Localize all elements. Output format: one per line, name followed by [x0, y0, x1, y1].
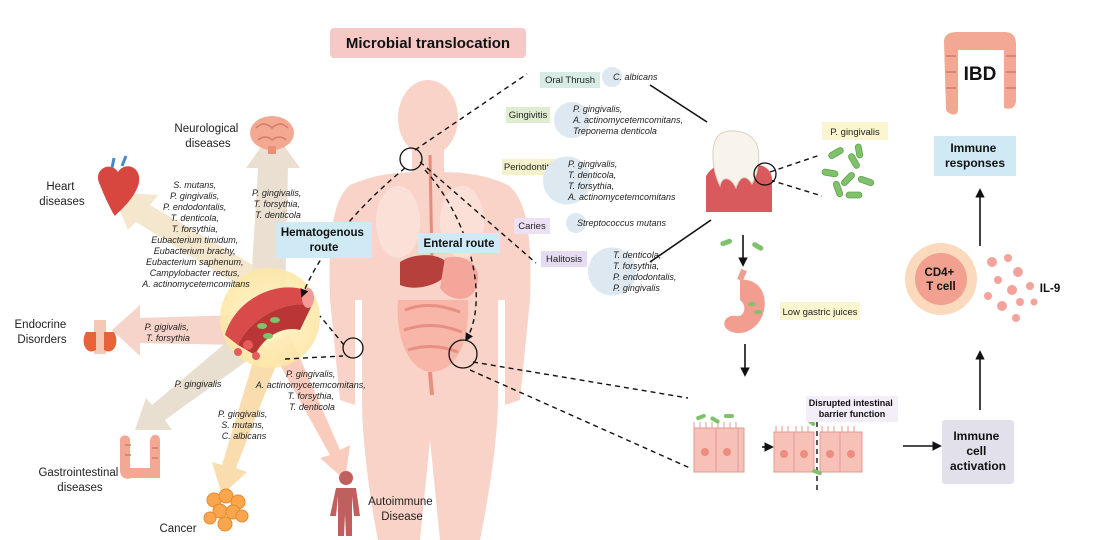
oral-condition-name: Gingivitis — [509, 110, 548, 121]
oral-condition-caries: Caries Streptococcus mutans — [514, 213, 667, 234]
oral-condition-name: Halitosis — [546, 254, 582, 265]
responses-box — [934, 136, 1016, 176]
cancer-bacteria-list: P. gingivalis, S. mutans, C. albicans — [218, 409, 270, 441]
oral-condition-label-box — [514, 218, 550, 234]
oral-condition-label-box — [502, 159, 558, 175]
oral-condition-oral-thrush: Oral Thrush C. albicans — [540, 67, 658, 88]
activation-box — [942, 420, 1014, 484]
bacteria-bubble — [588, 247, 636, 296]
oral-condition-name: Oral Thrush — [545, 75, 595, 86]
oral-condition-name: Periodontitis — [504, 162, 557, 173]
bacteria-bubble — [602, 67, 622, 87]
oral-condition-bacteria: Streptococcus mutans — [577, 218, 667, 228]
bacteria-bubble — [566, 213, 586, 233]
autoimmune-label: Autoimmune Disease — [368, 496, 436, 523]
vessel-circle — [342, 337, 364, 359]
endocrine-bacteria-list: P. gigivalis, T. forsythia — [145, 322, 192, 343]
solid-connectors — [649, 84, 985, 452]
human-body-icon — [329, 80, 531, 540]
tooth-circle — [753, 162, 777, 186]
epithelium-disrupted-icon — [773, 418, 863, 476]
gastro-bacteria-list: P. gingivalis — [175, 379, 222, 389]
ibd-label: IBD — [964, 64, 997, 85]
arrow-to-gastro — [135, 335, 255, 430]
oral-condition-label-box — [541, 251, 587, 267]
bacteria-bubble — [543, 156, 591, 205]
barrier-label-box — [806, 396, 898, 422]
barrier-label: Disrupted intestinal barrier function — [809, 398, 896, 419]
cd4-label: CD4+ T cell — [925, 267, 958, 293]
oral-condition-bacteria: T. denticola,T. forsythia,P. endodontali… — [613, 250, 676, 293]
enteral-box — [418, 233, 500, 253]
oral-condition-label-box — [506, 107, 550, 123]
neurological-label: Neurological diseases — [174, 123, 241, 150]
title-box — [330, 28, 526, 58]
hematogenous-label: Hematogenous route — [281, 227, 367, 254]
il9-cytokine-dots — [984, 254, 1038, 322]
arrow-to-autoimmune — [268, 335, 350, 480]
oral-condition-bacteria: P. gingivalis,A. actinomycetemcomitans,T… — [572, 104, 683, 136]
colon-icon — [120, 434, 160, 479]
ibd-colon-icon — [944, 32, 1016, 115]
cd4-cell-inner — [915, 253, 967, 305]
heart-label: Heart diseases — [39, 181, 85, 208]
gastro-label: Gastrointestinal diseases — [38, 467, 121, 494]
neuro-bacteria-list: P. gingivalis, T. forsythia, T. denticol… — [252, 188, 304, 220]
gastric-label: Low gastric juices — [783, 307, 858, 318]
responses-label: Immune responses — [945, 141, 1005, 170]
autoimmune-bacteria-list: P. gingivalis, A. actinomycetemcomitans,… — [255, 369, 369, 412]
oral-condition-label-box — [540, 72, 600, 88]
oral-condition-bacteria: P. gingivalis,T. denticola,T. forsythia,… — [567, 159, 676, 202]
oral-condition-halitosis: Halitosis T. denticola,T. forsythia,P. en… — [541, 247, 676, 296]
page-title: Microbial translocation — [346, 35, 510, 52]
spread-arrows — [112, 130, 350, 495]
tooth-gum-icon — [706, 130, 772, 212]
arrow-to-endocrine — [112, 305, 240, 356]
gut-circle — [448, 339, 478, 369]
mouth-circle — [399, 147, 423, 171]
oral-condition-periodontitis: Periodontitis P. gingivalis,T. denticola,… — [502, 156, 676, 205]
bacteria-small-icon — [720, 238, 764, 251]
brain-icon — [250, 116, 294, 154]
cancer-label: Cancer — [159, 523, 196, 535]
oral-condition-name: Caries — [518, 221, 546, 232]
oral-condition-gingivitis: Gingivitis P. gingivalis,A. actinomycetem… — [506, 102, 683, 138]
dashed-connectors — [284, 73, 823, 490]
thyroid-icon — [83, 320, 117, 354]
bacteria-bubble — [554, 102, 590, 138]
heart-bacteria-list: S. mutans, P. gingivalis, P. endodontali… — [141, 180, 250, 289]
il9-label: IL-9 — [1040, 283, 1060, 295]
bacteria-cluster-icon — [821, 143, 875, 199]
epithelium-intact-icon — [693, 413, 745, 473]
arrow-to-neurological — [246, 130, 300, 300]
arrow-to-cancer — [212, 345, 282, 495]
arrow-to-heart — [112, 192, 270, 290]
gastric-label-box — [780, 302, 860, 320]
autoimmune-body-icon — [330, 471, 360, 536]
endocrine-label: Endocrine Disorders — [15, 319, 70, 346]
activation-label: Immune cell activation — [950, 429, 1006, 473]
hematogenous-box — [276, 222, 372, 258]
pg-label: P. gingivalis — [830, 127, 880, 138]
enteral-label: Enteral route — [424, 238, 495, 250]
cancer-cells-icon — [203, 488, 249, 532]
pg-label-box — [822, 122, 888, 140]
stomach-icon — [724, 268, 765, 334]
oral-condition-bacteria: C. albicans — [613, 72, 658, 82]
heart-icon — [97, 155, 140, 216]
